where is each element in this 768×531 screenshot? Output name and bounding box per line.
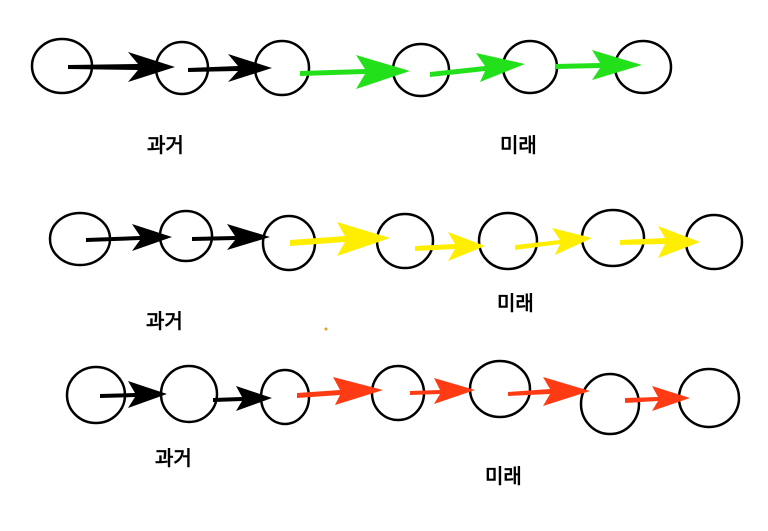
future-arrow bbox=[625, 386, 690, 411]
past-arrow bbox=[68, 52, 175, 82]
future-label: 미래 bbox=[485, 464, 522, 488]
future-arrow bbox=[290, 222, 390, 256]
past-label: 과거 bbox=[155, 446, 192, 470]
future-label: 미래 bbox=[500, 133, 537, 157]
past-arrow bbox=[100, 381, 167, 408]
node bbox=[468, 359, 532, 419]
future-arrow bbox=[430, 53, 525, 82]
past-arrow bbox=[213, 386, 272, 411]
past-arrow bbox=[188, 54, 272, 82]
future-arrow bbox=[297, 377, 383, 405]
future-arrow bbox=[555, 50, 642, 80]
future-arrow bbox=[415, 232, 485, 261]
past-arrow bbox=[192, 224, 270, 250]
past-arrow bbox=[86, 224, 172, 251]
node bbox=[477, 211, 539, 271]
past-label: 과거 bbox=[146, 309, 183, 333]
timeline-row-3 bbox=[65, 359, 741, 436]
future-arrow bbox=[515, 228, 592, 255]
timeline-row-2 bbox=[48, 208, 744, 272]
node bbox=[579, 372, 641, 436]
future-label: 미래 bbox=[497, 291, 534, 315]
past-label: 과거 bbox=[147, 133, 184, 157]
future-arrow bbox=[410, 378, 475, 404]
stray-dot bbox=[324, 327, 328, 331]
future-arrow bbox=[508, 377, 590, 406]
future-arrow bbox=[300, 55, 410, 89]
node bbox=[375, 212, 435, 270]
timeline-row-1 bbox=[30, 37, 673, 98]
future-arrow bbox=[620, 226, 700, 258]
node bbox=[159, 364, 219, 424]
